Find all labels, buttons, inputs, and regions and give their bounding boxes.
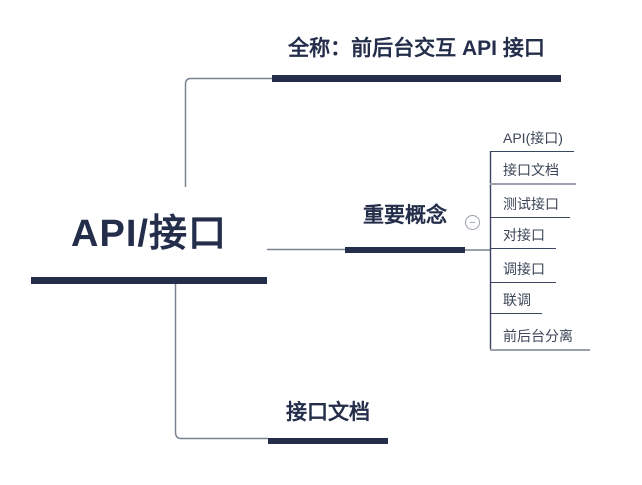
connector-root-to-full-name [184,77,272,187]
child-topic-label: 调接口 [503,261,545,277]
root-node[interactable]: API/接口 [31,206,267,284]
branch-api-doc-underline [268,438,388,444]
child-topic-label: 前后台分离 [503,328,573,344]
child-topic-label: API(接口) [503,130,563,146]
child-topic-label: 接口文档 [503,162,559,178]
root-node-label: API/接口 [71,213,227,255]
child-topic[interactable]: 前后台分离 [490,322,590,351]
branch-full-name-label: 全称：前后台交互 API 接口 [288,37,545,60]
collapse-button[interactable]: − [465,215,480,230]
branch-key-concepts-label: 重要概念 [363,204,447,227]
child-topic-label: 对接口 [503,227,545,243]
child-topic[interactable]: 调接口 [490,255,556,283]
child-topic[interactable]: API(接口) [490,124,574,152]
child-topic[interactable]: 联调 [490,286,542,314]
branch-full-name[interactable]: 全称：前后台交互 API 接口 [272,35,561,82]
child-topic-label: 测试接口 [503,196,559,212]
child-topic[interactable]: 对接口 [490,221,556,249]
branch-key-concepts-underline [345,247,465,253]
child-topic[interactable]: 测试接口 [490,190,570,218]
branch-api-doc[interactable]: 接口文档 [268,399,388,444]
connector-root-to-api-doc [174,284,268,440]
branch-full-name-underline [272,75,561,82]
branch-key-concepts[interactable]: 重要概念 [345,202,465,253]
minus-icon: − [469,216,476,229]
branch-api-doc-label: 接口文档 [286,401,370,424]
child-topic[interactable]: 接口文档 [490,156,576,185]
root-node-underline [31,277,267,284]
child-topic-label: 联调 [503,292,531,308]
